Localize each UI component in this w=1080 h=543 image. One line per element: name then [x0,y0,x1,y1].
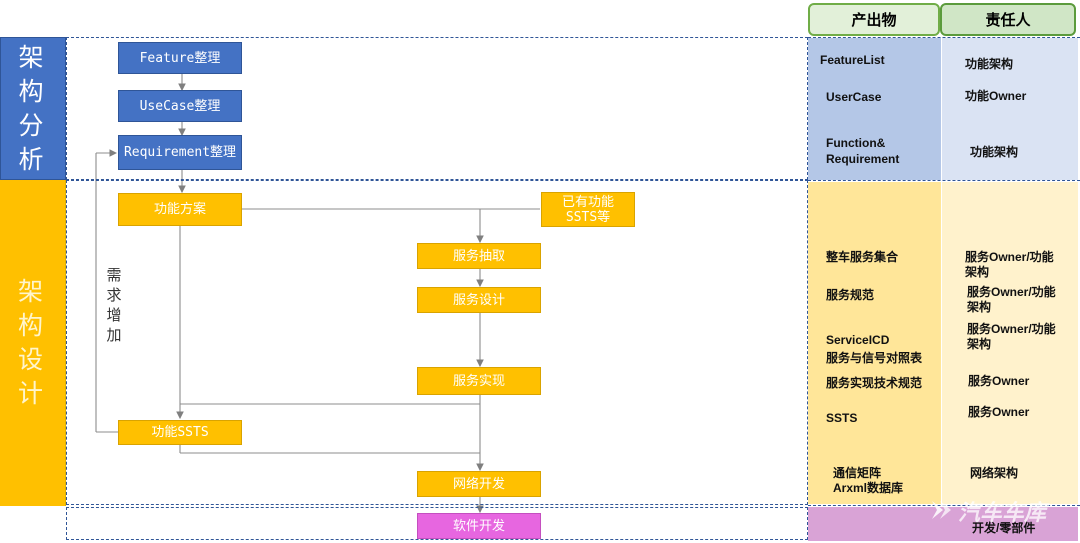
output-usecase: UserCase [826,90,882,104]
box-service-implementation: 服务实现 [417,367,541,395]
requirement-increase-label: 需求增加 [106,267,122,344]
box-existing-ssts: 已有功能SSTS等 [541,192,635,227]
output-vehicle-services: 整车服务集合 [826,250,899,264]
owner-function-architecture-2: 功能架构 [970,145,1019,159]
owner-service-owner-arch-1: 服务Owner/功能架构 [965,250,1054,279]
watermark-logo-icon [930,497,956,523]
output-service-impl-spec: 服务实现技术规范 [826,376,923,390]
output-featurelist: FeatureList [820,53,885,67]
box-function-scheme: 功能方案 [118,193,242,226]
output-service-spec: 服务规范 [826,288,875,302]
phase-architecture-design: 架构设计 [0,180,66,506]
owner-dev-parts: 开发/零部件 [972,521,1036,535]
output-service-signal-map: 服务与信号对照表 [826,351,923,365]
owner-panel-analysis [942,38,1078,180]
box-software-development: 软件开发 [417,513,541,539]
owner-function-owner: 功能Owner [965,89,1027,103]
box-feature: Feature整理 [118,42,242,74]
phase-architecture-analysis: 架构分析 [0,37,66,180]
output-arxml-db: Arxml数据库 [833,481,904,495]
box-network-development: 网络开发 [417,471,541,497]
owner-panel-design [942,182,1078,504]
owner-service-owner-2: 服务Owner [968,405,1030,419]
lane-design [66,180,808,505]
watermark-text: 汽车车库 [958,500,1047,525]
output-panel-analysis [808,38,941,180]
output-column-header: 产出物 [808,3,940,36]
box-service-design: 服务设计 [417,287,541,313]
output-ssts: SSTS [826,411,858,425]
owner-function-architecture-1: 功能架构 [965,57,1014,71]
owner-service-owner-1: 服务Owner [968,374,1030,388]
owner-service-owner-arch-2: 服务Owner/功能架构 [967,285,1056,314]
output-function-2: Requirement [826,152,900,166]
box-function-ssts: 功能SSTS [118,420,242,445]
output-panel-design [808,182,941,504]
output-service-icd: ServiceICD [826,333,890,347]
owner-network-architecture: 网络架构 [970,466,1019,480]
box-service-extraction: 服务抽取 [417,243,541,269]
panel-software [808,507,1078,541]
lane-analysis [66,37,808,180]
box-usecase: UseCase整理 [118,90,242,122]
box-requirement: Requirement整理 [118,135,242,170]
owner-service-owner-arch-3: 服务Owner/功能架构 [967,322,1056,351]
lane-software [66,507,808,540]
owner-column-header: 责任人 [940,3,1076,36]
output-function-1: Function& [826,136,886,150]
output-comm-matrix: 通信矩阵 [833,466,882,480]
